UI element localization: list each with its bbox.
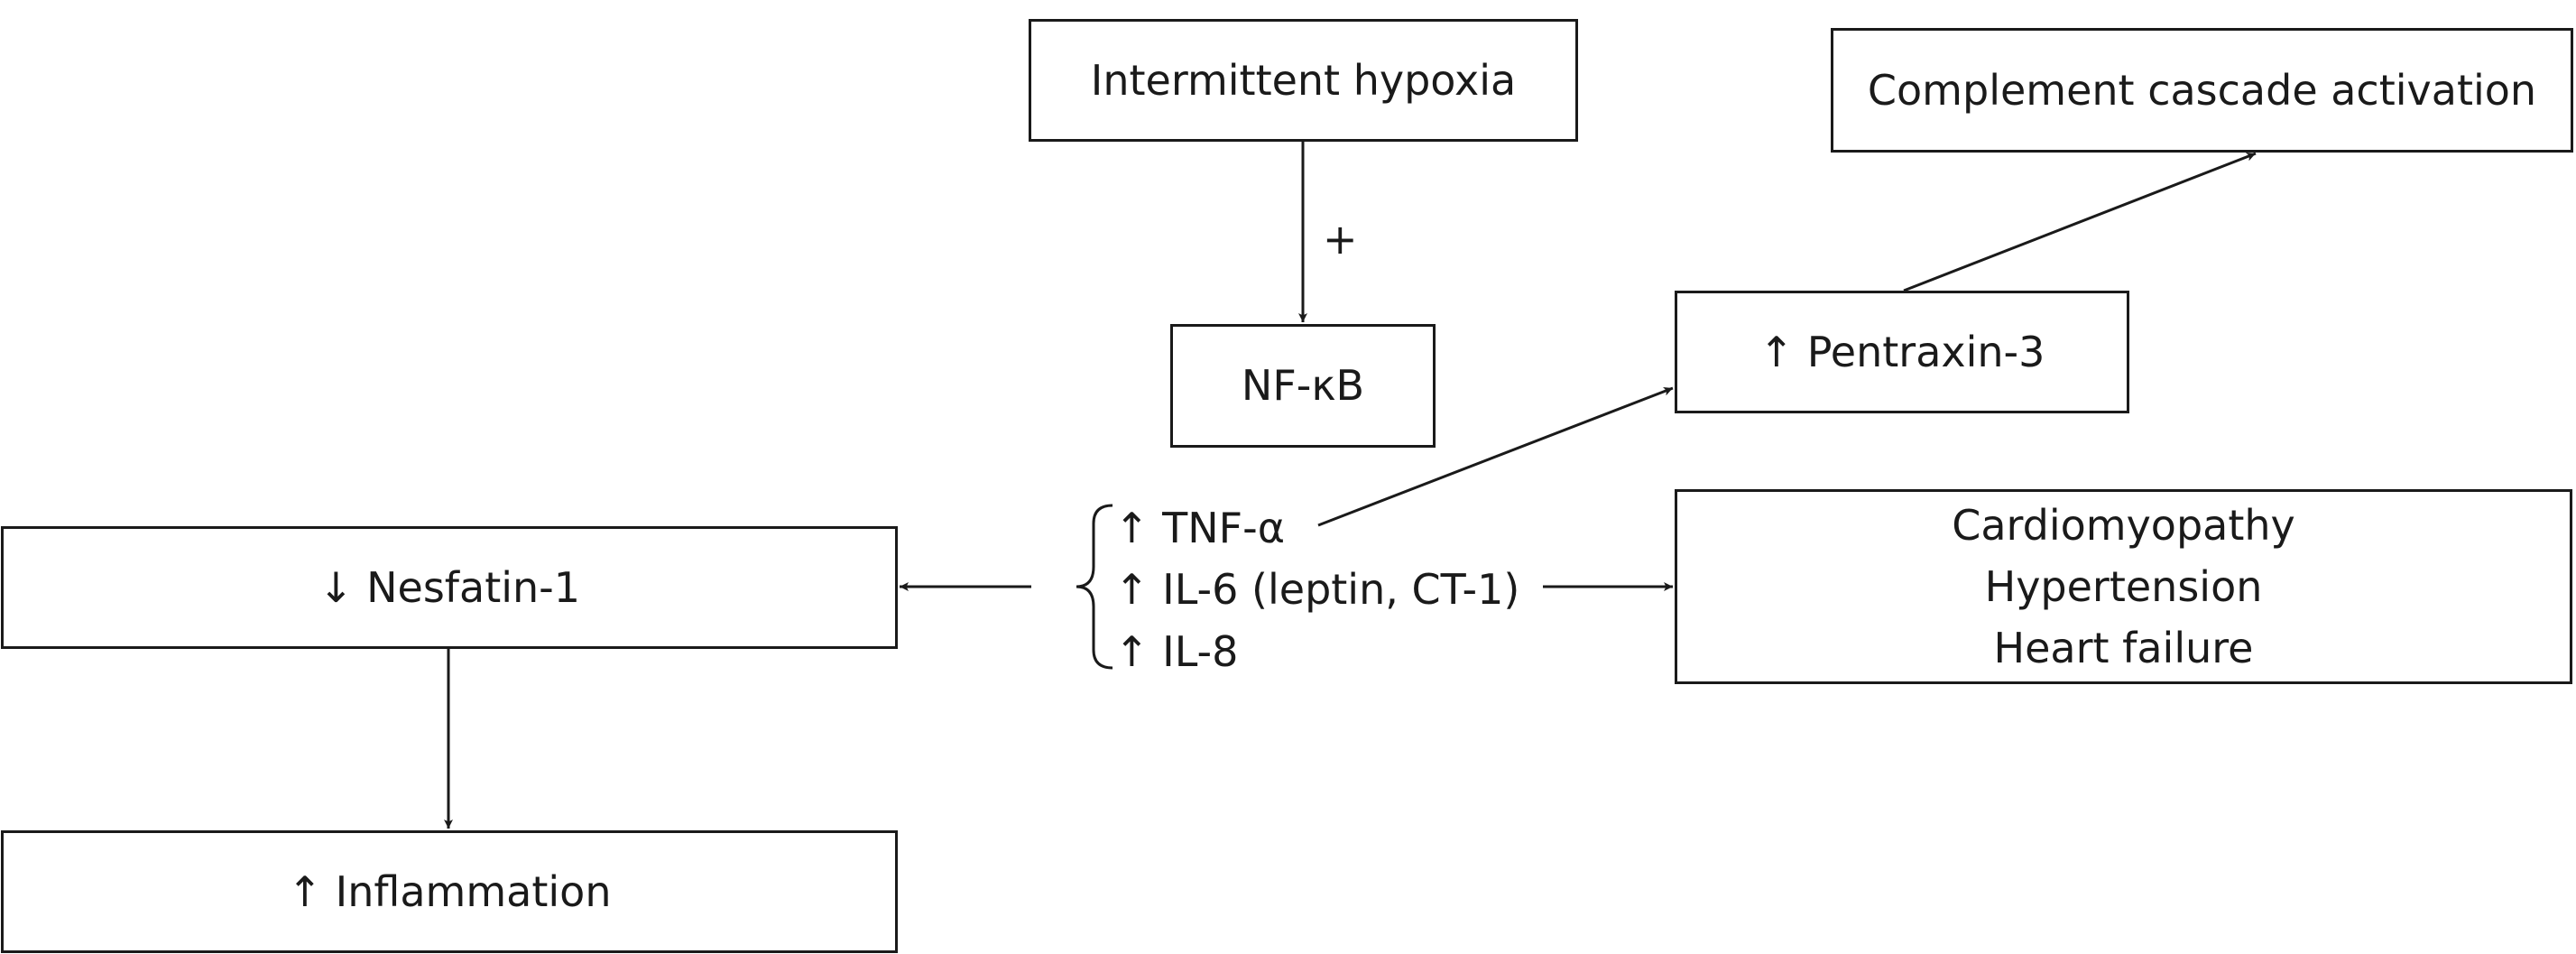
cardiac-outcome-hypertension: Hypertension	[1984, 562, 2263, 611]
node-inflammation: ↑ Inflammation	[1, 830, 898, 953]
cardiac-outcome-cardiomyopathy: Cardiomyopathy	[1952, 501, 2295, 550]
node-intermittent-hypoxia: Intermittent hypoxia	[1029, 19, 1578, 142]
node-nf-kb-label: NF-κB	[1241, 361, 1365, 410]
cardiac-outcome-heart-failure: Heart failure	[1993, 624, 2254, 672]
cytokine-brace	[1076, 504, 1113, 670]
node-nesfatin-1-label: ↓ Nesfatin-1	[318, 562, 581, 612]
arrow-pentraxin-to-complement	[1903, 152, 2257, 292]
cytokine-il-6: ↑ IL-6 (leptin, CT-1)	[1114, 565, 1520, 614]
arrow-tnf-to-pentraxin	[1317, 386, 1674, 527]
node-inflammation-label: ↑ Inflammation	[287, 866, 612, 916]
node-complement-cascade-activation: Complement cascade activation	[1831, 28, 2573, 153]
cytokine-tnf-alpha: ↑ TNF-α	[1114, 504, 1286, 552]
node-pentraxin-3: ↑ Pentraxin-3	[1675, 291, 2129, 413]
cytokine-il-8: ↑ IL-8	[1114, 627, 1239, 676]
node-pentraxin-3-label: ↑ Pentraxin-3	[1759, 327, 2045, 376]
node-intermittent-hypoxia-label: Intermittent hypoxia	[1090, 55, 1517, 105]
edge-label-hypoxia-to-nfkb: +	[1323, 215, 1358, 264]
node-nf-kb: NF-κB	[1170, 324, 1436, 448]
node-cardiac-outcomes: Cardiomyopathy Hypertension Heart failur…	[1675, 489, 2572, 684]
node-complement-cascade-activation-label: Complement cascade activation	[1867, 65, 2537, 115]
node-nesfatin-1: ↓ Nesfatin-1	[1, 526, 898, 649]
